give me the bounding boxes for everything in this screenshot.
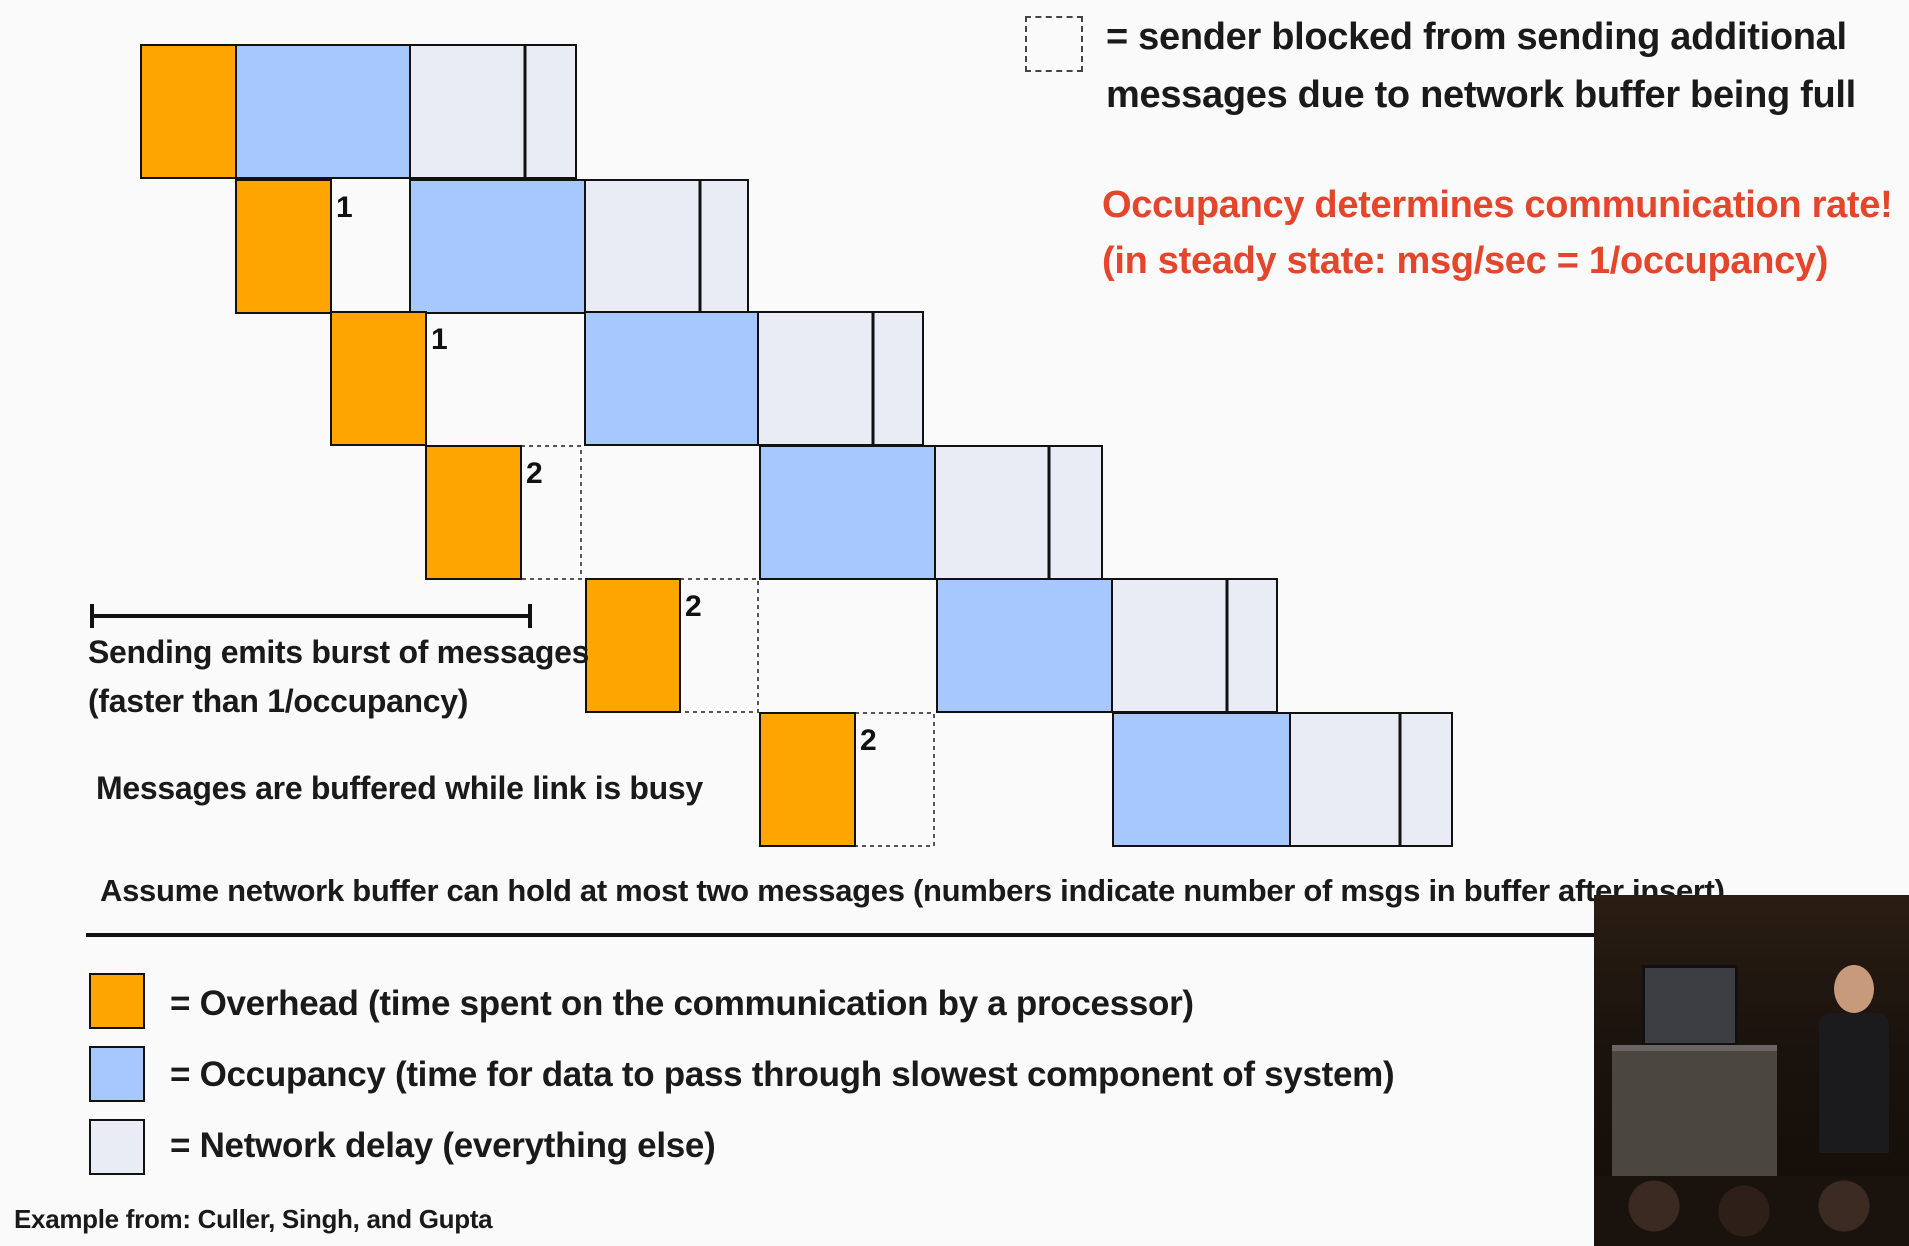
- audience-shape: [1594, 1176, 1909, 1246]
- lecturer-body: [1819, 1013, 1889, 1153]
- headline-line2: (in steady state: msg/sec = 1/occupancy): [1102, 240, 1829, 282]
- headline-line1: Occupancy determines communication rate!: [1102, 184, 1893, 226]
- buffer-count-label-6: 2: [860, 724, 877, 757]
- buffer-count-label-2: 1: [336, 191, 353, 224]
- overhead-legend-label: = Overhead (time spent on the communicat…: [170, 984, 1194, 1023]
- buffered-annotation: Messages are buffered while link is busy: [96, 770, 703, 806]
- overhead-block-5: [585, 578, 681, 713]
- occupancy-block-3: [584, 311, 759, 446]
- burst-annotation-line2: (faster than 1/occupancy): [88, 683, 469, 719]
- blocked-legend-line2: messages due to network buffer being ful…: [1106, 74, 1856, 116]
- overhead-block-3: [330, 311, 427, 446]
- assumption-text: Assume network buffer can hold at most t…: [100, 873, 1725, 908]
- blocked-legend-swatch: [1025, 16, 1083, 72]
- network-delay-block-6: [1289, 712, 1453, 847]
- buffer-count-label-5: 2: [685, 590, 702, 623]
- blocked-legend-line1: = sender blocked from sending additional: [1106, 16, 1847, 58]
- buffer-count-label-4: 2: [526, 457, 543, 490]
- buffer-count-label-3: 1: [431, 323, 448, 356]
- occupancy-block-5: [936, 578, 1113, 713]
- lecture-video-inset: [1594, 895, 1909, 1246]
- network-delay-block-1: [409, 44, 577, 179]
- network-delay-legend-label: = Network delay (everything else): [170, 1126, 716, 1165]
- credit-text: Example from: Culler, Singh, and Gupta: [14, 1204, 493, 1234]
- network-delay-block-3: [757, 311, 924, 446]
- overhead-legend-swatch: [89, 973, 145, 1029]
- podium-shape: [1612, 1045, 1777, 1191]
- occupancy-block-6: [1112, 712, 1291, 847]
- occupancy-block-1: [235, 44, 411, 179]
- blocked-interval-6: [854, 712, 935, 847]
- overhead-block-2: [235, 179, 332, 314]
- occupancy-block-4: [759, 445, 936, 580]
- overhead-block-4: [425, 445, 522, 580]
- occupancy-legend-swatch: [89, 1046, 145, 1102]
- network-delay-legend-swatch: [89, 1119, 145, 1175]
- monitor-shape: [1642, 965, 1738, 1046]
- burst-annotation-line1: Sending emits burst of messages: [88, 634, 590, 670]
- overhead-block-6: [759, 712, 856, 847]
- network-delay-block-2: [584, 179, 749, 314]
- overhead-block-1: [140, 44, 237, 179]
- occupancy-block-2: [409, 179, 586, 314]
- network-delay-block-4: [934, 445, 1103, 580]
- occupancy-legend-label: = Occupancy (time for data to pass throu…: [170, 1055, 1395, 1094]
- network-delay-block-5: [1111, 578, 1278, 713]
- lecturer-head: [1834, 965, 1874, 1013]
